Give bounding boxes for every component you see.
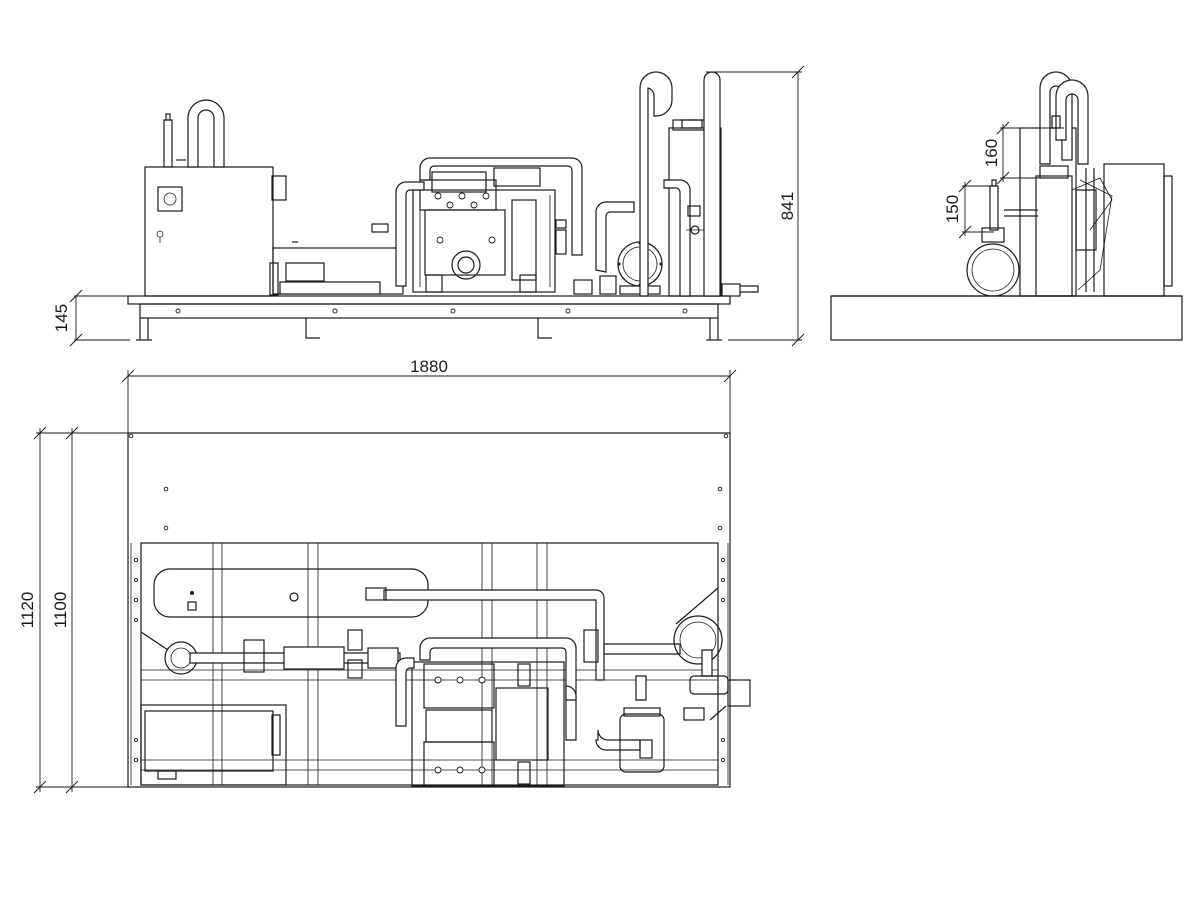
dim-depth-inner: 1100 — [51, 592, 70, 629]
dim-base-height: 145 — [52, 304, 71, 332]
dim-end-view-upper: 160 — [982, 139, 1001, 167]
front-view — [127, 71, 759, 341]
dimension-lines — [33, 65, 1064, 794]
dim-overall-width: 1880 — [410, 357, 448, 376]
plan-view — [127, 432, 751, 788]
end-view — [830, 71, 1183, 341]
dim-overall-height: 841 — [778, 192, 797, 220]
dim-end-view-lower: 150 — [943, 195, 962, 223]
dim-depth-outer: 1120 — [18, 592, 37, 629]
